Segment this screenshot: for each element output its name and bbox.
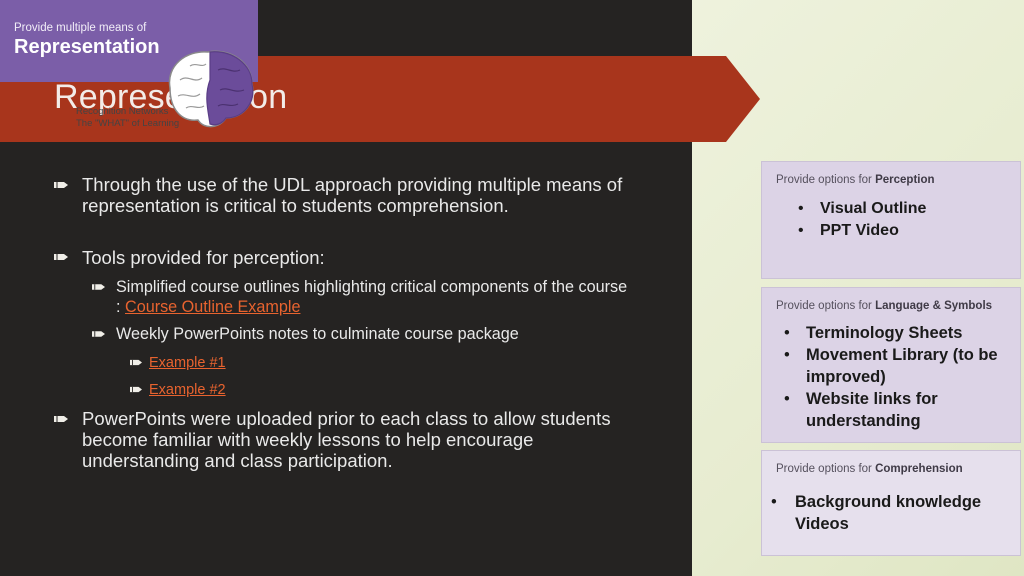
bullet-marker-icon — [54, 181, 68, 189]
what-of-learning-label: The "WHAT" of Learning — [76, 118, 180, 129]
perception-heading-label: Perception — [875, 174, 935, 186]
bullet-marker-icon — [54, 415, 68, 423]
language-heading-label: Language & Symbols — [875, 300, 993, 312]
bullet-tools-perception: Tools provided for perception: — [82, 247, 325, 268]
language-item: •Movement Library (to be improved) — [784, 346, 998, 386]
sub-bullet-marker-icon — [92, 330, 106, 338]
comprehension-item-text: Background knowledge Videos — [795, 493, 982, 533]
bullet-marker-icon — [54, 253, 68, 261]
perception-card-heading: Provide options for Perception — [776, 174, 935, 186]
perception-heading-prefix: Provide options for — [776, 174, 876, 186]
comprehension-item: •Background knowledge Videos — [771, 493, 982, 533]
example-1-link[interactable]: Example #1 — [149, 355, 226, 371]
example-2-link[interactable]: Example #2 — [149, 382, 226, 398]
bullet-powerpoints-uploaded: PowerPoints were uploaded prior to each … — [82, 408, 611, 471]
perception-item: •Visual Outline — [798, 200, 927, 217]
representation-heading: Representation — [14, 36, 160, 58]
language-heading-prefix: Provide options for — [776, 300, 876, 312]
language-item-text: Terminology Sheets — [806, 324, 963, 342]
comprehension-list: •Background knowledge Videos — [771, 491, 1015, 535]
perception-item: •PPT Video — [798, 222, 899, 239]
perception-list: •Visual Outline •PPT Video — [798, 198, 927, 242]
sub-bullet-weekly-powerpoints: Weekly PowerPoints notes to culminate co… — [116, 325, 519, 343]
language-list: •Terminology Sheets •Movement Library (t… — [784, 322, 1016, 432]
sub-bullet-marker-icon — [92, 283, 106, 291]
comprehension-heading-prefix: Provide options for — [776, 463, 876, 475]
perception-item-text: Visual Outline — [820, 200, 927, 217]
language-card-heading: Provide options for Language & Symbols — [776, 300, 992, 312]
language-symbols-card: Provide options for Language & Symbols •… — [761, 287, 1021, 443]
perception-card: Provide options for Perception •Visual O… — [761, 161, 1021, 279]
language-item: •Terminology Sheets — [784, 324, 963, 342]
bullet-udl-approach: Through the use of the UDL approach prov… — [82, 174, 623, 216]
language-item-text: Movement Library (to be improved) — [806, 346, 998, 386]
perception-item-text: PPT Video — [820, 222, 899, 239]
language-item: •Website links for understanding — [784, 390, 938, 430]
sub-sub-bullet-marker-icon — [130, 359, 144, 367]
comprehension-heading-label: Comprehension — [875, 463, 963, 475]
recognition-networks-label: Recognition Networks — [76, 106, 169, 117]
sub-bullet-course-outlines: Simplified course outlines highlighting … — [116, 278, 636, 317]
sub-sub-bullet-marker-icon — [130, 386, 144, 394]
sub-bullet-course-outlines-text: Simplified course outlines highlighting … — [116, 278, 628, 316]
comprehension-card: Provide options for Comprehension •Backg… — [761, 450, 1021, 556]
brain-icon — [168, 50, 254, 128]
language-item-text: Website links for understanding — [806, 390, 938, 430]
representation-subtitle: Provide multiple means of — [14, 22, 147, 34]
course-outline-example-link[interactable]: Course Outline Example — [125, 297, 301, 316]
comprehension-card-heading: Provide options for Comprehension — [776, 463, 963, 475]
udl-representation-card: Provide multiple means of Representation… — [0, 0, 260, 142]
